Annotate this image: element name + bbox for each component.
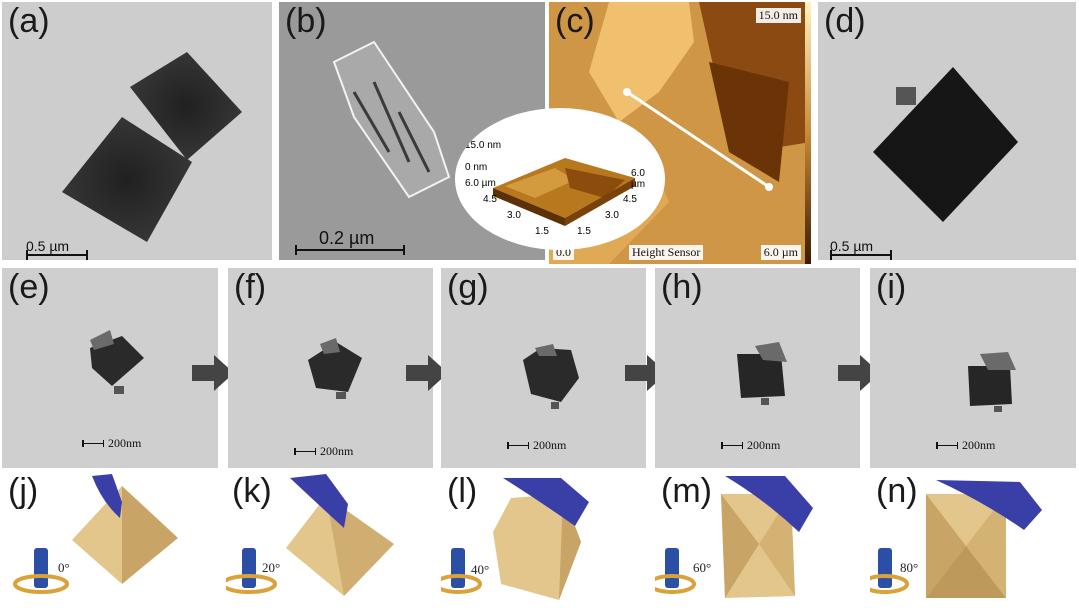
panel-label: (j): [8, 472, 39, 510]
scale-bar: 200nm: [936, 438, 995, 453]
inset-z-top: 15.0 nm: [465, 140, 502, 151]
panel-d: (d) 0.5 µm: [818, 2, 1076, 260]
scale-bar: 200nm: [721, 438, 780, 453]
inset-axis-tick: 4.5: [483, 194, 497, 205]
inset-axis-tick: 1.5: [535, 226, 549, 237]
tilt-image: [737, 342, 787, 405]
shell-fragment: [503, 478, 589, 526]
scale-bar: 200nm: [294, 444, 353, 459]
scale-text: 200nm: [108, 436, 142, 450]
afm-3d-surface: [493, 158, 635, 226]
panel-label: (k): [232, 472, 272, 510]
octahedron-model: [226, 474, 394, 596]
octahedron-model: [441, 478, 589, 600]
panel-label: (c): [555, 2, 595, 40]
shell-fragment: [290, 474, 348, 528]
arrow-right-icon: [406, 355, 448, 391]
arrow-right-icon: [192, 355, 234, 391]
octahedron-particle: [873, 67, 1018, 222]
rotation-angle: 60°: [693, 560, 712, 575]
panel-a-image: [62, 52, 242, 242]
panel-i: (i) 200nm: [870, 268, 1076, 468]
scale-text: 200nm: [747, 438, 781, 452]
panel-n: (n) 80°: [870, 472, 1076, 606]
panel-f: (f) 200nm: [228, 268, 433, 468]
panel-l: (l) 40°: [441, 472, 646, 606]
width-label: 6.0 µm: [760, 245, 801, 260]
octahedron-model: [13, 474, 178, 594]
holder-icon: [878, 548, 892, 588]
rotation-angle: 40°: [471, 562, 490, 577]
rotation-ring-icon: [870, 574, 909, 594]
panel-k: (k) 20°: [226, 472, 426, 606]
rotation-ring-icon: [441, 574, 482, 594]
panel-label: (b): [285, 2, 327, 40]
inset-axis-tick: 6.0 µm: [465, 178, 496, 189]
inset-axis-tick: 3.0: [507, 210, 521, 221]
scale-text: 0.2 µm: [319, 228, 375, 248]
panel-label: (g): [447, 268, 489, 306]
panel-label: (n): [876, 472, 918, 510]
octahedron-model: [870, 480, 1042, 598]
tilt-image: [523, 344, 579, 409]
scale-text: 0.5 µm: [26, 238, 70, 254]
panel-h: (h) 200nm: [655, 268, 860, 468]
tilt-image: [90, 330, 144, 394]
inset-axis-tick: 4.5: [623, 194, 637, 205]
shell-fragment: [725, 476, 813, 532]
panel-label: (f): [234, 268, 267, 306]
afm-3d-inset: 15.0 nm 0 nm 6.0 µm 4.5 3.0 1.5 6.0 µm 4…: [455, 108, 665, 250]
scale-text: 200nm: [533, 438, 567, 452]
panel-label: (a): [8, 2, 50, 40]
panel-j: (j) 0°: [2, 472, 202, 606]
panel-label: (i): [876, 268, 907, 306]
rotation-angle: 20°: [262, 560, 281, 575]
holder-icon: [242, 548, 256, 588]
panel-b-image: [332, 40, 451, 199]
scale-text: 200nm: [320, 444, 354, 458]
shell-fragment: [936, 480, 1042, 530]
rotation-ring-icon: [655, 574, 696, 594]
rotation-angle: 0°: [58, 560, 70, 575]
rotation-ring-icon: [226, 574, 277, 594]
inset-axis-tick: 6.0 µm: [631, 168, 646, 190]
panel-e: (e) 200nm: [2, 268, 218, 468]
tilt-image: [308, 338, 362, 399]
rotation-angle: 80°: [900, 560, 919, 575]
scale-bar: 0.5 µm: [26, 238, 88, 260]
inset-z-bottom: 0 nm: [465, 162, 488, 173]
arrow-right-icon: [838, 355, 880, 391]
panel-label: (d): [824, 2, 866, 40]
panel-label: (e): [8, 268, 50, 306]
panel-m: (m) 60°: [655, 472, 860, 606]
holder-icon: [34, 548, 48, 588]
panel-g: (g) 200nm: [441, 268, 646, 468]
sensor-label: Height Sensor: [629, 245, 704, 260]
inset-axis-tick: 1.5: [577, 226, 591, 237]
octahedron-model: [655, 476, 813, 598]
scale-bar: 0.2 µm: [295, 228, 405, 255]
scale-bar: 0.5 µm: [830, 238, 892, 260]
shell-fragment: [92, 474, 122, 518]
panel-d-image: [873, 67, 1018, 222]
cube-particle: [62, 117, 192, 242]
panel-label: (l): [447, 472, 478, 510]
panel-label: (m): [661, 472, 712, 510]
afm-color-scale: [805, 2, 811, 264]
inset-axis-tick: 3.0: [605, 210, 619, 221]
scale-bar: 200nm: [507, 438, 566, 453]
tilt-image: [968, 352, 1016, 412]
panel-a: (a) 0.5 µm: [2, 2, 272, 260]
panel-label: (h): [661, 268, 703, 306]
holder-icon: [665, 548, 679, 588]
z-max-label: 15.0 nm: [755, 8, 801, 23]
holder-icon: [451, 548, 465, 588]
scale-text: 200nm: [962, 438, 996, 452]
scale-bar: 200nm: [82, 436, 141, 451]
scale-text: 0.5 µm: [830, 238, 874, 254]
cube-particle: [130, 52, 242, 160]
rotation-ring-icon: [13, 574, 69, 594]
